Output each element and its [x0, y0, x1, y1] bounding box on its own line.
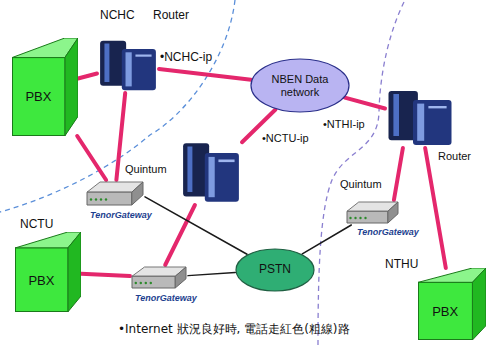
router-icon: •NCTU-ip: [180, 140, 242, 205]
node-label: Router: [153, 8, 189, 22]
router-slot: [135, 55, 151, 57]
router-highlight: [104, 44, 109, 83]
data-link: [165, 205, 195, 265]
gateway-led: [364, 217, 366, 219]
cube-side: [472, 268, 486, 340]
router-highlight: [126, 52, 132, 86]
gateway-side: [175, 267, 186, 288]
gateway-device: QuintumTenorGateway: [85, 180, 145, 207]
data-link: [425, 148, 446, 268]
gateway-led: [100, 198, 102, 200]
cube-front: [13, 58, 65, 136]
label-holder: PSTN: [235, 248, 315, 292]
data-link: [394, 148, 403, 200]
gateway-led: [135, 282, 137, 284]
gateway-led: [95, 198, 97, 200]
network-ellipse: PSTN: [235, 248, 315, 292]
node-label: PBX: [432, 304, 458, 319]
node-label: PBX: [28, 273, 54, 288]
label-holder: PBX: [418, 282, 472, 340]
phone-line: [145, 197, 247, 254]
network-cloud: [251, 59, 349, 112]
gateway-device: TenorGateway: [130, 265, 188, 290]
network-cloud: [236, 249, 314, 291]
gateway-led: [90, 198, 92, 200]
router-highlight: [209, 157, 215, 197]
label-holder: NBEN Data network: [250, 58, 350, 113]
node-label: TenorGateway: [135, 293, 197, 303]
data-link: [81, 274, 130, 276]
router-highlight: [393, 94, 399, 136]
cube-side: [65, 38, 78, 136]
phone-line: [188, 273, 235, 276]
caption: •Internet 狀況良好時, 電話走紅色(粗線)路: [118, 321, 350, 338]
node-label: •NCTU-ip: [262, 132, 309, 144]
data-link: [345, 98, 385, 109]
router-tower: [205, 153, 239, 202]
site-label: NCTU: [20, 217, 53, 231]
node-label: •NTHI-ip: [323, 118, 365, 130]
router-highlight: [417, 104, 424, 141]
pbx-box: PBX: [12, 38, 78, 136]
phone-line: [302, 225, 351, 254]
gateway-front: [87, 192, 132, 205]
gateway-device: QuintumTenorGateway: [345, 200, 400, 225]
router-shape: [385, 88, 455, 148]
gateway-led: [354, 217, 356, 219]
gateway-led: [349, 217, 351, 219]
node-label: NBEN Data network: [268, 73, 332, 98]
region-divider: [0, 0, 235, 212]
site-label: NTHU: [385, 257, 418, 271]
gateway-led: [359, 217, 361, 219]
data-link: [77, 136, 106, 180]
label-holder: PBX: [12, 58, 65, 136]
router-icon: Router•NCHC-ip: [97, 38, 159, 93]
router-slot: [428, 106, 446, 108]
router-tower: [413, 100, 452, 145]
node-label: •NCHC-ip: [160, 50, 212, 64]
data-link: [116, 93, 125, 180]
data-link: [78, 74, 97, 79]
node-label: TenorGateway: [90, 210, 152, 220]
site-label: NCHC: [100, 8, 135, 22]
cube-front: [419, 282, 473, 339]
pbx-shape: [12, 38, 78, 136]
gateway-led: [105, 198, 107, 200]
node-label: TenorGateway: [357, 227, 419, 237]
gateway-front: [132, 276, 175, 288]
gateway-led: [150, 282, 152, 284]
cube-front: [16, 248, 68, 312]
gateway-side: [132, 182, 143, 205]
gw-shape: [85, 180, 145, 207]
node-label: PBX: [25, 89, 51, 104]
network-ellipse: NBEN Data network: [250, 58, 350, 113]
gateway-front: [347, 211, 388, 223]
router-slot: [218, 160, 234, 163]
router-shape: [97, 38, 159, 93]
gw-shape: [345, 200, 400, 225]
router-tower: [122, 49, 156, 90]
cube-side: [68, 232, 81, 312]
data-link: [159, 69, 251, 80]
gw-shape: [130, 265, 188, 290]
router-shape: [180, 140, 242, 205]
node-label: PSTN: [259, 263, 291, 277]
pbx-box: PBX: [418, 268, 486, 340]
region-divider: [318, 0, 405, 345]
node-label: Quintum: [125, 163, 167, 175]
node-label: Quintum: [340, 178, 382, 190]
pbx-box: PBX: [15, 232, 81, 312]
node-label: Router: [438, 150, 471, 162]
pbx-shape: [15, 232, 81, 312]
gateway-led: [140, 282, 142, 284]
label-holder: PBX: [15, 248, 68, 312]
router-icon: •NTHI-ipRouter: [385, 88, 455, 148]
gateway-side: [388, 202, 398, 223]
gateway-led: [145, 282, 147, 284]
router-highlight: [187, 147, 192, 193]
